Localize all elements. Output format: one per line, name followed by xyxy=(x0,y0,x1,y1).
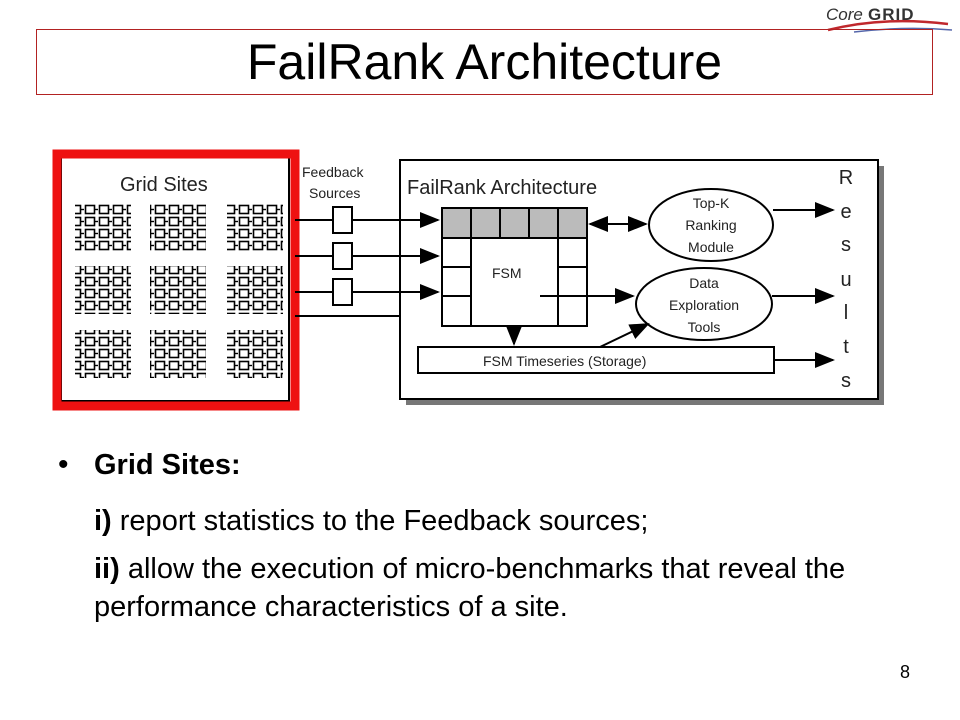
title-box: FailRank Architecture xyxy=(36,29,933,95)
slide-number: 8 xyxy=(899,662,910,682)
results-letter: s xyxy=(841,370,851,392)
subitem-2-text: allow the execution of micro-benchmarks … xyxy=(94,553,846,623)
data-line-3: Tools xyxy=(688,319,721,335)
timeseries-box xyxy=(417,346,775,374)
timeseries-label: FSM Timeseries (Storage) xyxy=(483,353,646,369)
grid-sites-label: Grid Sites xyxy=(120,174,208,196)
results-letter: s xyxy=(841,234,851,256)
site-cluster xyxy=(150,203,206,251)
site-cluster xyxy=(75,266,131,314)
data-line-1: Data xyxy=(689,275,719,291)
feedback-source-1 xyxy=(332,206,353,234)
logo-text-grid: GRID xyxy=(868,5,915,24)
subitem-1-prefix: i) xyxy=(94,505,112,537)
architecture-label: FailRank Architecture xyxy=(407,177,597,199)
bullet-dot: • xyxy=(58,448,69,481)
site-cluster xyxy=(75,203,131,251)
feedback-source-2 xyxy=(332,242,353,270)
results-letter: t xyxy=(843,336,849,358)
results-label: R e s u l t s xyxy=(839,167,853,392)
feedback-label-2: Sources xyxy=(309,185,360,201)
site-cluster xyxy=(75,330,131,378)
coregrid-logo: Core GRID xyxy=(826,5,953,33)
results-letter: e xyxy=(840,201,851,223)
fsm-label: FSM xyxy=(492,265,522,281)
topk-module xyxy=(648,188,774,262)
bullet-list: • Grid Sites: i) report statistics to th… xyxy=(58,446,918,626)
results-letter: l xyxy=(844,302,848,324)
results-letter: u xyxy=(840,269,851,291)
site-cluster xyxy=(227,266,283,314)
bullet-item: • Grid Sites: xyxy=(58,446,918,484)
site-cluster xyxy=(150,330,206,378)
topk-line-2: Ranking xyxy=(685,217,736,233)
site-cluster xyxy=(227,330,283,378)
feedback-label-1: Feedback xyxy=(302,164,364,180)
topk-line-1: Top-K xyxy=(693,195,730,211)
data-line-2: Exploration xyxy=(669,297,739,313)
topk-line-3: Module xyxy=(688,239,734,255)
highlight-frame xyxy=(52,149,300,411)
feedback-source-3 xyxy=(332,278,353,306)
logo-text-core: Core xyxy=(826,5,863,24)
results-letter: R xyxy=(839,167,853,189)
bullet-heading: Grid Sites: xyxy=(94,449,241,481)
site-clusters xyxy=(75,203,283,378)
subitem-2-prefix: ii) xyxy=(94,553,120,585)
subitem-1-text: report statistics to the Feedback source… xyxy=(111,505,649,537)
bullet-subitem-2: ii) allow the execution of micro-benchma… xyxy=(94,550,918,626)
site-cluster xyxy=(227,203,283,251)
page-title: FailRank Architecture xyxy=(246,34,723,90)
bullet-subitem-1: i) report statistics to the Feedback sou… xyxy=(94,502,918,540)
fsm-header-row xyxy=(441,207,588,239)
site-cluster xyxy=(150,266,206,314)
fsm-matrix: FSM xyxy=(441,207,588,327)
data-exploration-module xyxy=(635,267,773,341)
